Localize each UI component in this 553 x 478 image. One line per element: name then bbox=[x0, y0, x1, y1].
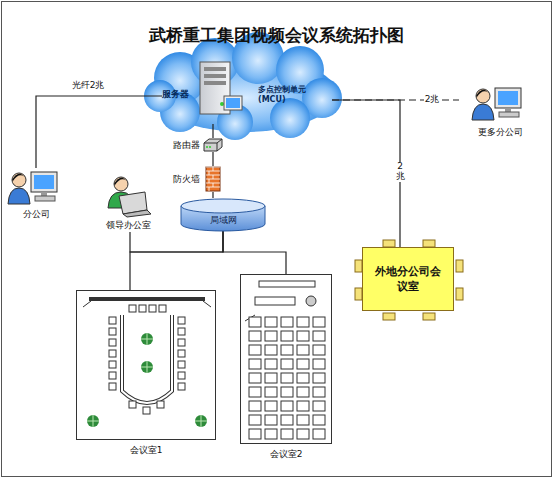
leader-office: 领导办公室 bbox=[93, 174, 163, 232]
node-text: 服务器 bbox=[162, 88, 206, 101]
branch-office: 分公司 bbox=[1, 168, 71, 221]
cloud-server: 服务器 多点控制单元(MCU) bbox=[158, 64, 336, 124]
laptop-person-icon bbox=[93, 174, 157, 218]
node-text: 路由器 bbox=[173, 139, 200, 152]
connector-line bbox=[212, 124, 213, 138]
connector bbox=[130, 231, 223, 252]
node-text: 外地分公司会议室 bbox=[373, 264, 443, 294]
remote-meeting-room: 外地分公司会议室 bbox=[362, 247, 454, 311]
person-computer-icon bbox=[459, 84, 535, 124]
connector-line bbox=[212, 192, 213, 198]
server-icon bbox=[200, 62, 242, 114]
node-text: 会议室1 bbox=[77, 444, 215, 457]
firewall-node: 防火墙 bbox=[173, 166, 223, 192]
person-computer-icon bbox=[1, 168, 65, 208]
node-text: 防火墙 bbox=[173, 173, 200, 186]
router-icon bbox=[203, 138, 223, 152]
meeting-room-1: 会议室1 bbox=[76, 290, 216, 440]
connector bbox=[332, 100, 400, 247]
node-text: 会议室2 bbox=[241, 448, 331, 461]
connector bbox=[36, 96, 162, 168]
connector-line bbox=[332, 100, 400, 247]
edge-label: 2兆 bbox=[424, 95, 441, 105]
connector bbox=[223, 231, 286, 274]
connector-line bbox=[130, 231, 223, 252]
diagram-title: 武桥重工集团视频会议系统拓扑图 bbox=[0, 24, 553, 47]
node-text: 多点控制单元(MCU) bbox=[258, 84, 332, 104]
more-branches: 更多分公司 bbox=[459, 84, 541, 139]
connector-line bbox=[130, 231, 223, 290]
connector bbox=[213, 124, 214, 138]
node-text: 领导办公室 bbox=[93, 219, 163, 232]
connector bbox=[130, 231, 223, 290]
node-text: 分公司 bbox=[1, 208, 71, 221]
meeting-room-plan bbox=[77, 291, 217, 441]
connector-line bbox=[36, 96, 162, 168]
edge-label: 2兆 bbox=[395, 162, 406, 182]
connector-line bbox=[212, 152, 213, 166]
connector-line bbox=[223, 231, 286, 274]
edge-label: 光纤2兆 bbox=[71, 81, 106, 91]
router-node: 路由器 bbox=[173, 138, 223, 152]
lan-node: 局域网 bbox=[180, 198, 266, 232]
node-text: 更多分公司 bbox=[459, 126, 541, 139]
connector bbox=[213, 192, 214, 198]
connector bbox=[213, 152, 214, 166]
meeting-room-plan bbox=[241, 275, 333, 445]
firewall-icon bbox=[203, 166, 223, 192]
meeting-room-2: 会议室2 bbox=[240, 274, 332, 444]
node-text: 局域网 bbox=[210, 214, 237, 227]
network-cloud bbox=[144, 32, 342, 140]
